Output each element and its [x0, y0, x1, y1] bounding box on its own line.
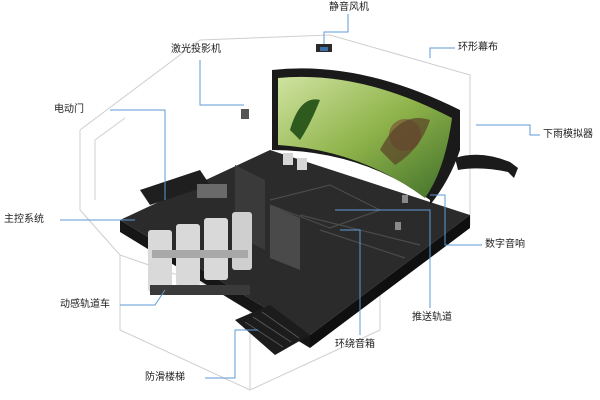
curved-screen-shape	[272, 68, 460, 205]
label-laser-projector: 激光投影机	[171, 44, 221, 55]
speakers	[283, 153, 408, 230]
dinosaur-jungle-scene-icon	[278, 76, 452, 198]
antislip-stairs-shape	[140, 170, 310, 355]
room-outline	[79, 34, 471, 391]
motion-ride-seats-shape	[148, 212, 252, 295]
quiet-fan-shape	[316, 44, 332, 52]
label-electric-door: 电动门	[54, 104, 84, 115]
label-quiet-fan: 静音风机	[329, 2, 369, 13]
label-push-track: 推送轨道	[412, 312, 452, 323]
label-curved-screen: 环形幕布	[458, 42, 498, 53]
main-control-shape	[197, 184, 227, 198]
label-main-control: 主控系统	[4, 214, 44, 225]
label-motion-track-car: 动感轨道车	[60, 299, 110, 310]
leader-lines	[60, 14, 540, 379]
label-surround-speaker: 环绕音箱	[335, 339, 375, 350]
rain-simulator-shape	[455, 154, 518, 178]
laser-projector-shape	[241, 109, 249, 119]
label-antislip-stairs: 防滑楼梯	[145, 372, 185, 383]
label-digital-audio: 数字音响	[485, 239, 525, 250]
label-rain-simulator: 下雨模拟器	[543, 129, 593, 140]
